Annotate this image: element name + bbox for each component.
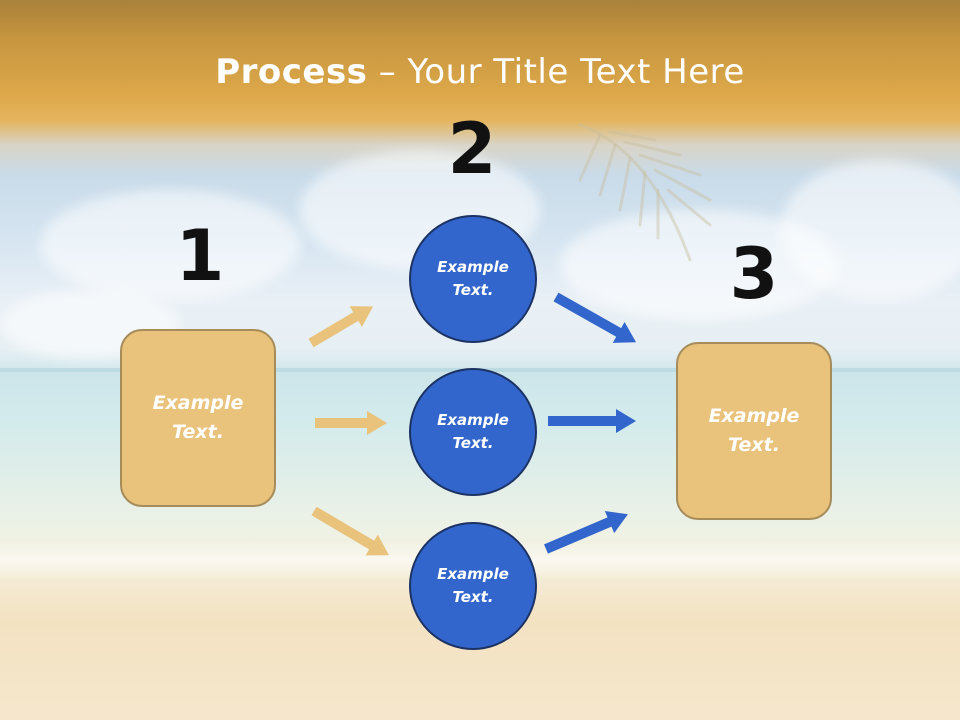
step-1-text: Example Text. bbox=[138, 389, 258, 447]
step-2-circle-top: Example Text. bbox=[409, 215, 537, 343]
step-3-box: Example Text. bbox=[676, 342, 832, 520]
circle-top-text: Example Text. bbox=[428, 256, 518, 302]
tan-arrows bbox=[308, 306, 389, 556]
step-number-3: 3 bbox=[729, 233, 779, 315]
circle-middle-line-2: Text. bbox=[452, 434, 494, 452]
circle-top-line-2: Text. bbox=[452, 281, 494, 299]
title-rest: – Your Title Text Here bbox=[367, 52, 745, 92]
step-number-2: 2 bbox=[447, 108, 497, 190]
arrow-tan-right bbox=[315, 411, 387, 435]
arrow-blue-up bbox=[544, 510, 628, 554]
arrow-blue-right bbox=[548, 409, 636, 433]
arrow-tan-down bbox=[311, 506, 389, 556]
step-3-text-line-2: Text. bbox=[728, 434, 780, 456]
cloud bbox=[780, 160, 960, 300]
step-1-text-line-1: Example bbox=[152, 392, 244, 414]
step-1-box: Example Text. bbox=[120, 329, 276, 507]
circle-bottom-text: Example Text. bbox=[428, 563, 518, 609]
arrow-blue-down bbox=[553, 292, 637, 343]
circle-bottom-line-1: Example bbox=[437, 565, 509, 583]
title-bold: Process bbox=[215, 52, 368, 92]
step-1-text-line-2: Text. bbox=[172, 421, 224, 443]
arrow-tan-up bbox=[308, 306, 374, 348]
step-number-1: 1 bbox=[175, 215, 225, 297]
circle-middle-line-1: Example bbox=[437, 411, 509, 429]
step-3-text: Example Text. bbox=[694, 402, 814, 460]
step-2-circle-middle: Example Text. bbox=[409, 368, 537, 496]
cloud bbox=[40, 190, 300, 300]
circle-bottom-line-2: Text. bbox=[452, 588, 494, 606]
palm-leaf-icon bbox=[578, 123, 712, 262]
step-3-text-line-1: Example bbox=[708, 405, 800, 427]
circle-middle-text: Example Text. bbox=[428, 409, 518, 455]
page-title: Process – Your Title Text Here bbox=[0, 52, 960, 92]
blue-arrows bbox=[544, 292, 637, 554]
circle-top-line-1: Example bbox=[437, 258, 509, 276]
step-2-circle-bottom: Example Text. bbox=[409, 522, 537, 650]
